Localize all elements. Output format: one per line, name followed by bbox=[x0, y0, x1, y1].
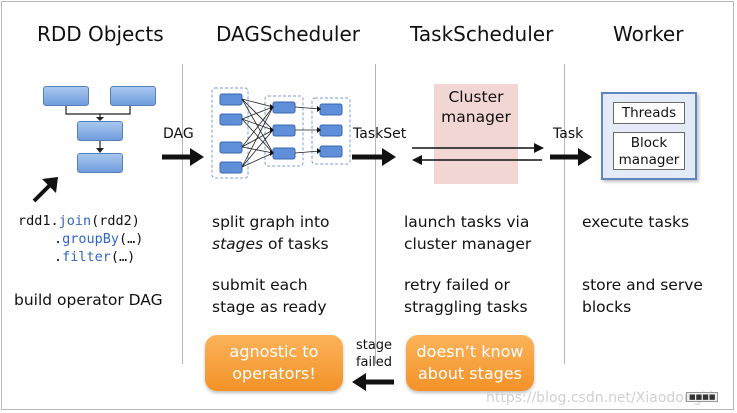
cluster-line-2: manager bbox=[441, 108, 511, 126]
rdd-box-2 bbox=[110, 86, 156, 106]
code-dot: . bbox=[54, 231, 63, 247]
cluster-exchange-arrows bbox=[412, 143, 544, 165]
dag-stages-em: stages bbox=[212, 235, 264, 253]
dagscheduler-title: DAGScheduler bbox=[216, 22, 361, 46]
rdd-objects-title: RDD Objects bbox=[37, 22, 164, 46]
worker-line-2: store and serve bbox=[582, 276, 703, 294]
agnostic-badge-line-2: operators! bbox=[232, 364, 316, 383]
divider-1 bbox=[182, 64, 183, 364]
taskscheduler-title: TaskScheduler bbox=[410, 22, 554, 46]
block-line-2: manager bbox=[618, 152, 680, 168]
dag-line-2-rest: of tasks bbox=[263, 235, 329, 253]
rdd-graph bbox=[40, 83, 160, 178]
dag-stage-boxes bbox=[211, 87, 351, 179]
cluster-manager-box: Cluster manager bbox=[434, 84, 518, 184]
rdd-box-1 bbox=[43, 86, 89, 106]
dag-graph bbox=[211, 87, 351, 179]
task-line-2: cluster manager bbox=[404, 235, 532, 253]
code-filter: filter bbox=[62, 249, 111, 265]
corner-mark: ■■■■ bbox=[686, 392, 719, 402]
stage-failed-line-1: stage bbox=[355, 338, 393, 353]
watermark: https://blog.csdn.net/XiaodongLi bbox=[486, 390, 714, 406]
code-var: rdd1. bbox=[18, 213, 59, 229]
taskset-arrow-icon bbox=[352, 148, 396, 166]
task-arrow-label: Task bbox=[553, 126, 584, 142]
block-manager-box: Block manager bbox=[613, 132, 685, 170]
dag-line-3: submit each bbox=[212, 276, 308, 294]
doesnt-know-line-1: doesn’t know bbox=[416, 342, 524, 361]
code-groupby-args: (…) bbox=[119, 231, 144, 247]
task-line-1: launch tasks via bbox=[404, 213, 530, 231]
rdd-box-4 bbox=[77, 153, 123, 173]
code-join: join bbox=[58, 213, 92, 229]
agnostic-badge-line-1: agnostic to bbox=[229, 342, 319, 361]
divider-2 bbox=[375, 64, 376, 364]
pointer-arrow-icon bbox=[32, 177, 58, 203]
cluster-line-1: Cluster bbox=[448, 88, 504, 106]
rdd-box-3 bbox=[77, 121, 123, 141]
taskset-arrow-label: TaskSet bbox=[353, 126, 407, 142]
dag-edges bbox=[241, 98, 321, 168]
doesnt-know-line-2: about stages bbox=[418, 364, 522, 383]
dag-nodes bbox=[219, 93, 343, 174]
task-line-3: retry failed or bbox=[404, 276, 510, 294]
code-groupby: groupBy bbox=[62, 231, 120, 247]
rdd-code-line-2: .groupBy(…) bbox=[54, 230, 143, 248]
code-dot: . bbox=[54, 249, 63, 265]
task-line-4: straggling tasks bbox=[404, 298, 528, 316]
rdd-code-line-1: rdd1.join(rdd2) bbox=[18, 212, 140, 230]
doesnt-know-badge: doesn’t know about stages bbox=[406, 335, 534, 391]
rdd-graph-edges bbox=[65, 106, 131, 153]
task-arrow-icon bbox=[550, 148, 592, 166]
agnostic-badge: agnostic to operators! bbox=[205, 335, 343, 391]
worker-line-1: execute tasks bbox=[582, 213, 690, 231]
worker-line-3: blocks bbox=[582, 298, 632, 316]
stage-failed-line-2: failed bbox=[355, 355, 393, 370]
stage-failed-label: stage failed bbox=[354, 337, 394, 371]
dag-line-4: stage as ready bbox=[212, 298, 327, 316]
divider-3 bbox=[564, 64, 565, 364]
code-filter-args: (…) bbox=[110, 249, 136, 265]
worker-title: Worker bbox=[613, 22, 684, 46]
rdd-code-line-3: .filter(…) bbox=[54, 248, 135, 266]
worker-box: Threads Block manager bbox=[601, 92, 697, 180]
code-join-args: (rdd2) bbox=[91, 213, 140, 229]
stage-failed-arrow-icon bbox=[352, 373, 394, 391]
dag-line-2: stages of tasks bbox=[212, 233, 329, 255]
dag-line-1: split graph into bbox=[212, 213, 330, 231]
dag-arrow-label: DAG bbox=[163, 126, 194, 142]
rdd-caption: build operator DAG bbox=[14, 291, 163, 309]
dag-arrow-icon bbox=[162, 148, 204, 166]
threads-box: Threads bbox=[613, 102, 685, 124]
block-line-1: Block bbox=[630, 135, 668, 151]
